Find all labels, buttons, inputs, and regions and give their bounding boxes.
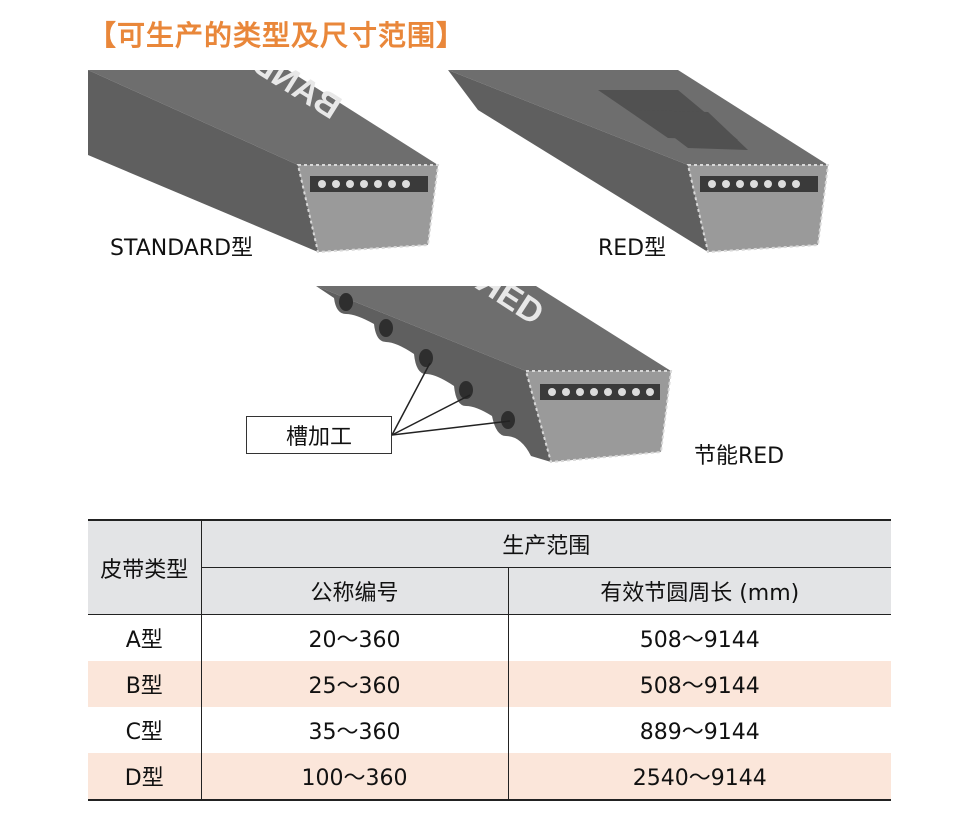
cell-belt-type: A型	[88, 614, 202, 661]
groove-callout-box: 槽加工	[246, 416, 392, 454]
production-range-table: 皮带类型 生产范围 公称编号 有效节圆周长 (mm) A型 20～360 508…	[88, 519, 892, 801]
cell-belt-type: C型	[88, 707, 202, 753]
table-row: C型 35～360 889～9144	[88, 707, 892, 753]
table-row: A型 20～360 508～9144	[88, 614, 892, 661]
header-production-range: 生产范围	[200, 519, 892, 568]
cell-length-range: 2540～9144	[507, 753, 892, 801]
cell-length-range: 508～9144	[507, 614, 892, 661]
cell-belt-type: B型	[88, 661, 202, 707]
cell-length-range: 889～9144	[507, 707, 892, 753]
table-row: D型 100～360 2540～9144	[88, 753, 892, 801]
header-belt-type: 皮带类型	[88, 519, 202, 615]
cell-length-range: 508～9144	[507, 661, 892, 707]
cell-belt-type: D型	[88, 753, 202, 801]
cell-nominal-range: 20～360	[200, 614, 509, 661]
header-pitch-length: 有效节圆周长 (mm)	[507, 567, 892, 615]
standard-belt-image: BANDO	[88, 70, 440, 254]
header-nominal-number: 公称编号	[200, 567, 509, 615]
cell-nominal-range: 25～360	[200, 661, 509, 707]
eco-red-type-label: 节能RED	[694, 444, 785, 469]
page-title: 【可生产的类型及尺寸范围】	[88, 19, 466, 52]
red-type-label: RED型	[598, 236, 667, 261]
table-row: B型 25～360 508～9144	[88, 661, 892, 707]
eco-red-belt-image: ЯЕD	[316, 286, 673, 464]
groove-callout-label: 槽加工	[285, 425, 352, 450]
cell-nominal-range: 100～360	[200, 753, 509, 801]
callout-leader-lines	[391, 362, 511, 436]
cell-nominal-range: 35～360	[200, 707, 509, 753]
standard-type-label: STANDARD型	[110, 236, 254, 261]
red-belt-image	[448, 70, 830, 254]
